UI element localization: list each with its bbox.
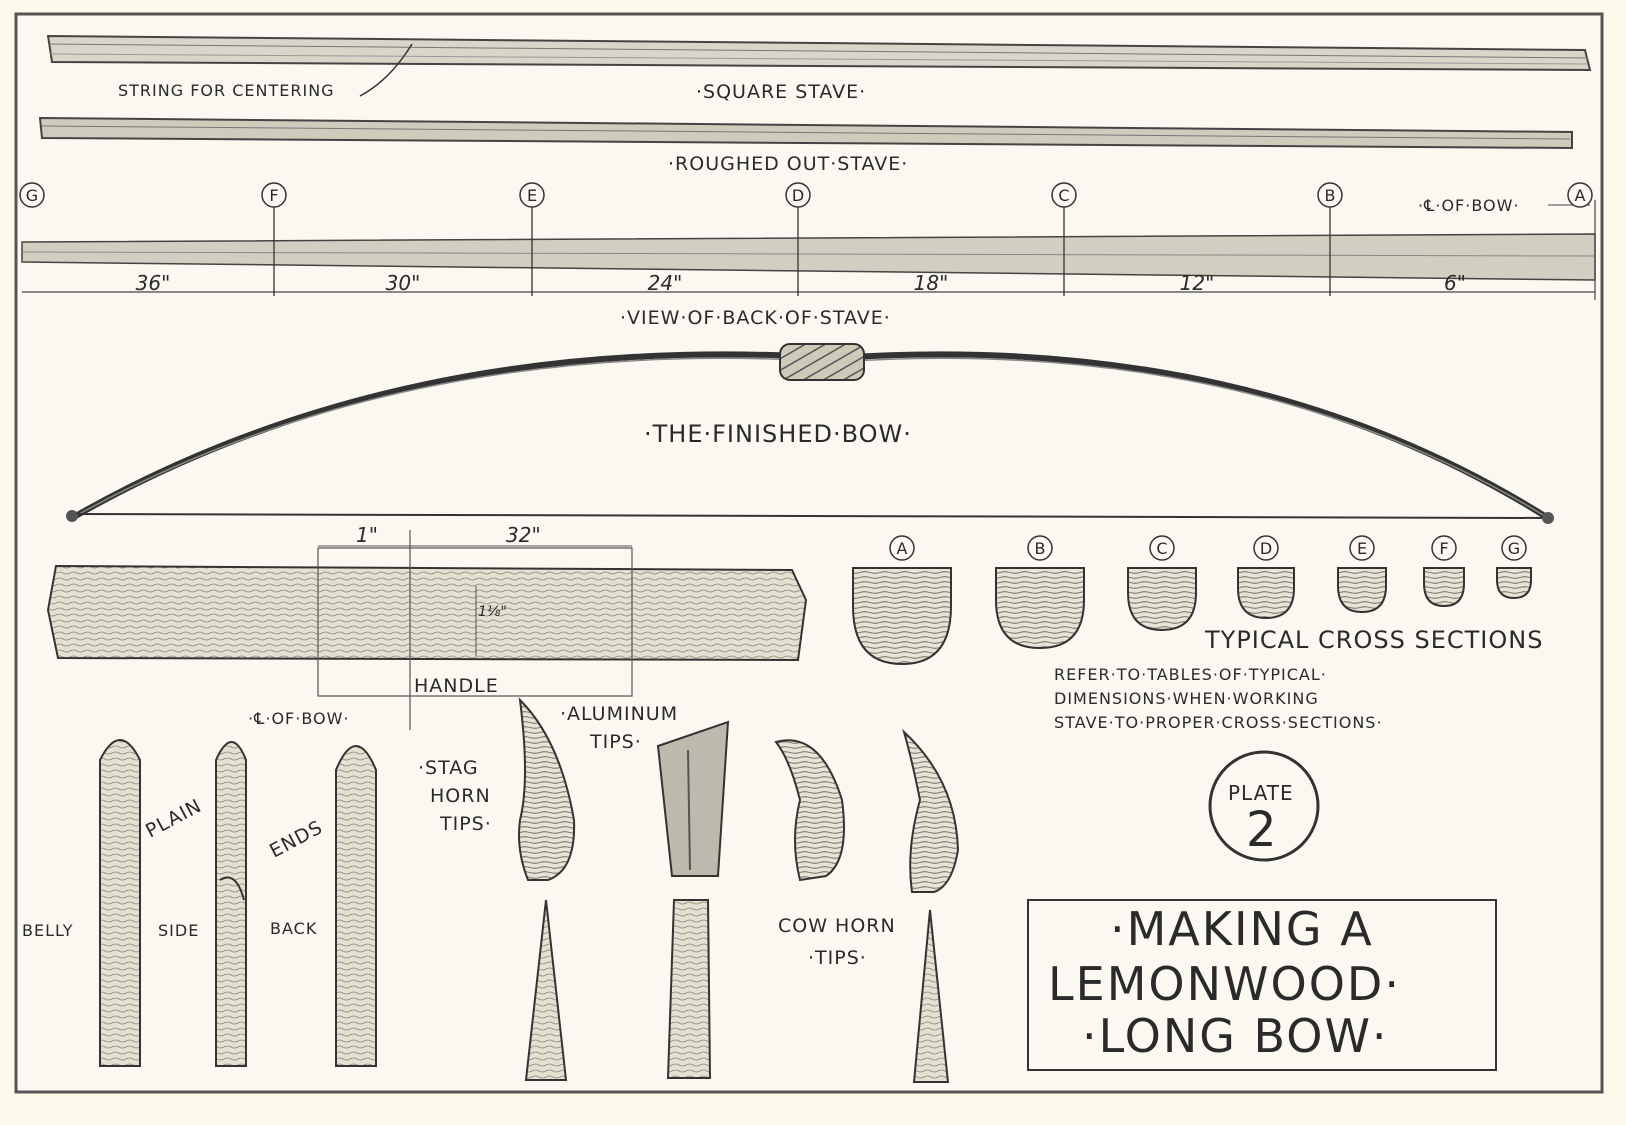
station-label-e: E [527,186,537,205]
cow-horn-tip-side [902,728,960,1083]
station-label-c: C [1058,186,1069,205]
cross-section-label-c: C [1156,539,1167,558]
station-label-b: B [1325,186,1336,205]
finished-bow-label: ·THE·FINISHED·BOW· [644,420,912,448]
stag-horn-label-1: ·STAG [418,757,479,779]
cross-section-marker-f [1431,535,1457,561]
string-for-centering-label: STRING FOR CENTERING [118,81,335,100]
station-circle-a [1567,182,1593,208]
handle-detail [46,530,808,730]
stag-horn-label-3: TIPS· [439,813,492,835]
segment-length-label: 36" [136,271,171,295]
plate-number: 2 [1246,802,1277,858]
title-line1: ·MAKING A [1110,902,1374,956]
station-label-a: A [1575,186,1586,205]
cross-section-label-b: B [1035,539,1046,558]
view-of-back-label: ·VIEW·OF·BACK·OF·STAVE· [620,307,891,329]
segment-length-label: 30" [386,271,421,295]
handle-center-label: ·℄·OF·BOW· [248,709,350,728]
segment-length-label: 24" [648,271,683,295]
aluminum-tip [656,720,730,1079]
cross-section-f [1423,567,1465,608]
cross-section-e [1337,567,1387,614]
roughed-out-stave [38,116,1573,150]
plate-word: PLATE [1228,781,1294,805]
handle-offset-dim: 1" [356,523,378,547]
belly-label: BELLY [22,921,74,940]
title-line3: ·LONG BOW· [1082,1009,1389,1063]
station-markers: G F E D C B A 36" 30" 24" 18" 12" 6" [19,182,1593,296]
station-label-d: D [792,186,804,205]
plain-end-belly [99,739,141,1067]
aluminum-label-2: TIPS· [589,731,642,753]
cow-horn-tip-front [774,739,845,882]
side-label: SIDE [158,921,199,940]
cross-section-marker-e [1349,535,1375,561]
square-stave [46,34,1592,72]
station-circle-g [19,182,45,208]
plate-badge [1208,750,1320,862]
cross-section-label-d: D [1260,539,1272,558]
refer-note-line3: STAVE·TO·PROPER·CROSS·SECTIONS· [1054,713,1383,732]
finished-bow [66,343,1554,524]
cross-section-marker-g [1501,535,1527,561]
bowstring [71,513,1549,519]
center-of-bow-label: ·℄·OF·BOW· [1418,196,1520,215]
title-line2: LEMONWOOD· [1048,957,1401,1011]
typical-cross-sections-label: TYPICAL CROSS SECTIONS [1204,626,1543,654]
station-label-g: G [26,186,38,205]
cow-horn-label-1: COW HORN [778,915,896,937]
cross-section-label-f: F [1439,539,1448,558]
segment-length-label: 12" [1180,271,1215,295]
cross-section-c [1127,567,1197,632]
cross-section-label-g: G [1508,539,1520,558]
cow-horn-label-2: ·TIPS· [808,947,867,969]
aluminum-label-1: ·ALUMINUM [560,703,678,725]
stag-horn-tip [518,697,576,1081]
cross-section-g [1496,567,1532,600]
cross-section-marker-a [889,535,915,561]
back-label: BACK [270,919,317,938]
cross-section-label-e: E [1357,539,1367,558]
handle-width-dim: 1⅛" [478,604,507,620]
handle-label: HANDLE [414,675,499,697]
cross-section-label-a: A [897,539,908,558]
cross-section-marker-b [1027,535,1053,561]
station-label-f: F [269,186,278,205]
plain-end-back [335,745,377,1067]
title-block [1027,899,1497,1071]
cross-sections: A B C D E F G [852,535,1532,666]
refer-note-line2: DIMENSIONS·WHEN·WORKING [1054,689,1319,708]
centering-string-leader [359,43,413,97]
handle-length-dim: 32" [506,523,541,547]
bow-grip [779,343,865,381]
refer-note-line1: REFER·TO·TABLES·OF·TYPICAL· [1054,665,1327,684]
cross-section-marker-d [1253,535,1279,561]
stag-horn-label-2: HORN [430,785,491,807]
cross-section-a [852,567,952,666]
roughed-out-stave-label: ·ROUGHED OUT·STAVE· [668,153,908,175]
cross-section-d [1237,567,1295,620]
cross-section-b [995,567,1085,650]
segment-length-label: 6" [1444,271,1466,295]
segment-length-label: 18" [914,271,949,295]
cross-section-marker-c [1149,535,1175,561]
square-stave-label: ·SQUARE STAVE· [696,81,866,103]
plain-end-side [215,741,247,1067]
